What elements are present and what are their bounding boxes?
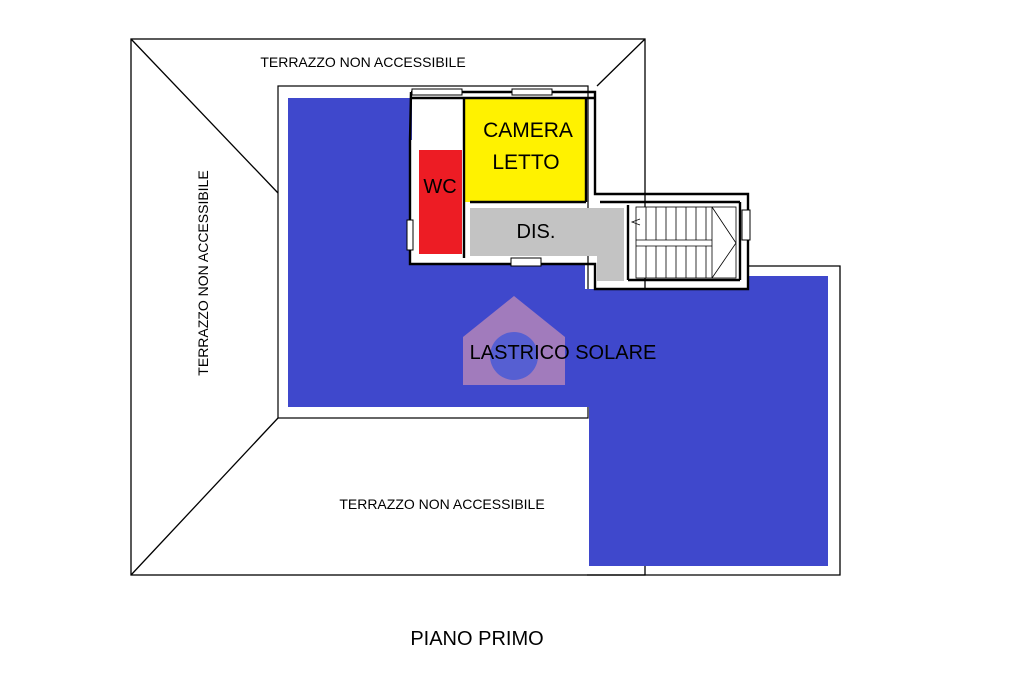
- solar-roof-label: LASTRICO SOLARE: [470, 342, 657, 364]
- watermark-logo: [463, 296, 565, 385]
- bedroom-label-line2: LETTO: [492, 151, 559, 174]
- bedroom-label-line1: CAMERA: [483, 119, 573, 142]
- wc-label: WC: [423, 176, 456, 198]
- corridor-room: [470, 208, 624, 281]
- terrace-bottom-label: TERRAZZO NON ACCESSIBILE: [339, 496, 544, 512]
- wc-room: [419, 150, 462, 254]
- terrace-left-label: TERRAZZO NON ACCESSIBILE: [195, 170, 211, 375]
- staircase: [630, 206, 737, 279]
- corridor-label: DIS.: [517, 221, 556, 243]
- bedroom-room: [464, 98, 586, 202]
- building-walls: [408, 90, 750, 291]
- floor-title: PIANO PRIMO: [410, 628, 543, 650]
- window-openings: [406, 88, 751, 267]
- terrace-top-label: TERRAZZO NON ACCESSIBILE: [260, 54, 465, 70]
